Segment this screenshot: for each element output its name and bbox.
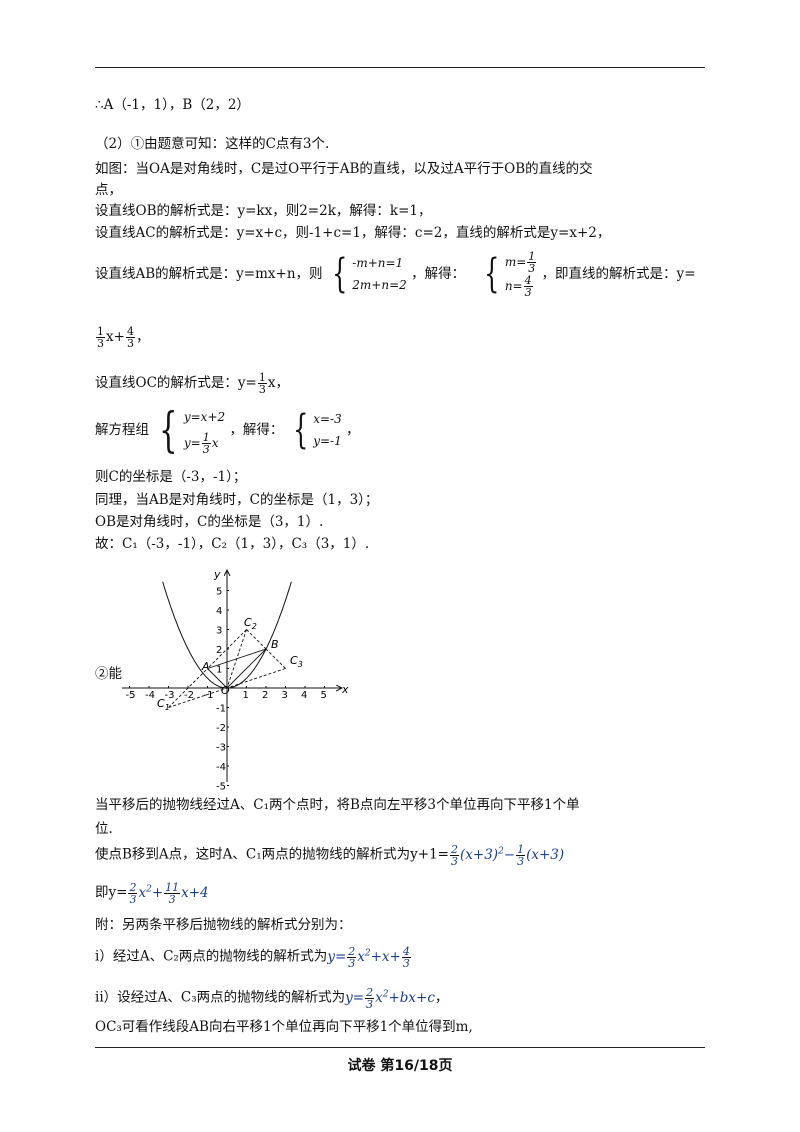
y-axis-label: y	[213, 568, 221, 581]
line-6: 设直线AC的解析式是：y=x+c，则-1+c=1，解得：c=2，直线的解析式是y…	[95, 225, 611, 241]
segment-C2-B	[246, 629, 267, 650]
y-tick-label: 1	[216, 665, 222, 676]
line-5: 设直线OB的解析式是：y=kx，则2=2k，解得：k=1，	[95, 203, 432, 219]
line-15: 当平移后的抛物线经过A、C₁两个点时，将B点向左平移3个单位再向下平移1个单	[95, 797, 580, 813]
top-rule	[95, 67, 705, 68]
point-A-label: A	[201, 660, 210, 673]
line-19: 附：另两条平移后抛物线的解析式分别为：	[95, 917, 352, 933]
x-tick-label: -3	[165, 690, 175, 701]
y-tick-label: 2	[216, 645, 222, 656]
y-tick-label: 4	[216, 606, 222, 617]
x-tick-label: -2	[184, 690, 194, 701]
line-12: 同理，当AB是对角线时，C的坐标是（1，3）；	[95, 492, 379, 508]
y-tick-label: 3	[216, 626, 222, 637]
x-tick-label: 2	[262, 690, 268, 701]
line-14: 故：C₁（-3，-1），C₂（1，3），C₃（3，1）.	[95, 536, 370, 552]
x-tick-label: -5	[126, 690, 136, 701]
origin-label: O	[221, 684, 230, 697]
page-footer: 试卷 第16/18页	[347, 1058, 453, 1074]
line-16: 位.	[95, 821, 113, 837]
bottom-rule	[95, 1047, 705, 1048]
segment-C3-O	[226, 668, 286, 689]
point-C1-label: C1	[157, 697, 170, 712]
line-3: 如图：当OA是对角线时，C是过O平行于AB的直线，以及过A平行于OB的直线的交	[95, 161, 593, 177]
line-1: ∴A（-1，1），B（2，2）	[95, 97, 250, 113]
y-tick-label: -2	[216, 723, 226, 734]
neng-label: ②能	[95, 666, 122, 682]
segment-C1-O	[168, 687, 228, 708]
point-C3-label: C3	[290, 654, 303, 669]
x-axis-label: x	[341, 683, 349, 696]
segment-O-A	[207, 668, 228, 689]
x-tick-label: -1	[204, 690, 214, 701]
line-22: OC₃可看作线段AB向右平移1个单位再向下平移1个单位得到m,	[95, 1019, 473, 1035]
x-tick-label: 3	[282, 690, 288, 701]
segment-C1-A	[168, 668, 208, 708]
y-tick-label: 5	[216, 587, 222, 598]
y-tick-label: -1	[216, 704, 226, 715]
segment-C2-A	[207, 629, 247, 669]
x-tick-label: 5	[321, 690, 327, 701]
line-13: OB是对角线时，C的坐标是（3，1）.	[95, 514, 324, 530]
y-tick-label: -4	[216, 762, 226, 773]
line-4: 点，	[95, 182, 122, 198]
x-tick-label: 1	[243, 690, 249, 701]
segment-C2-O	[226, 629, 247, 689]
line-11: 则C的坐标是（-3，-1）；	[95, 469, 247, 485]
y-tick-label: -5	[216, 782, 226, 791]
y-tick-label: -3	[216, 743, 226, 754]
segment-C3-B	[265, 648, 286, 669]
x-tick-label: 4	[301, 690, 307, 701]
segment-O-B	[226, 648, 267, 689]
point-C2-label: C2	[244, 616, 257, 631]
line-2: （2）①由题意可知：这样的C点有3个.	[95, 136, 330, 152]
x-tick-label: -4	[145, 690, 155, 701]
point-B-label: B	[271, 638, 279, 651]
